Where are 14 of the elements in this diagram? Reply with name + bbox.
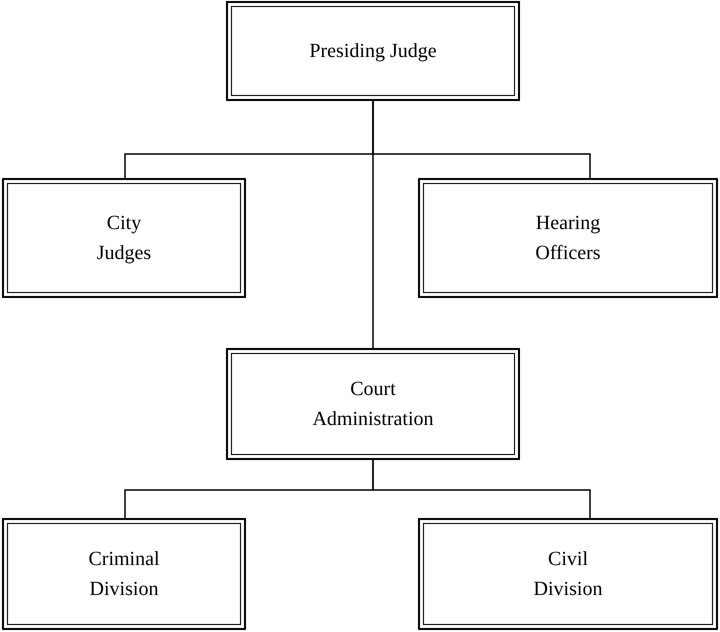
connector-line [372,101,374,348]
box-label: Criminal Division [87,547,161,602]
box-label: Court Administration [311,377,435,432]
org-box [226,348,520,460]
box-label: Hearing Officers [534,211,602,266]
box-label: City Judges [96,211,152,266]
org-box [418,518,718,630]
org-box [2,518,246,630]
box-label: Civil Division [532,547,604,602]
connector-line [372,460,591,518]
org-box [2,178,246,298]
org-box [418,178,718,298]
org-box [226,1,520,101]
box-label: Presiding Judge [309,39,437,64]
